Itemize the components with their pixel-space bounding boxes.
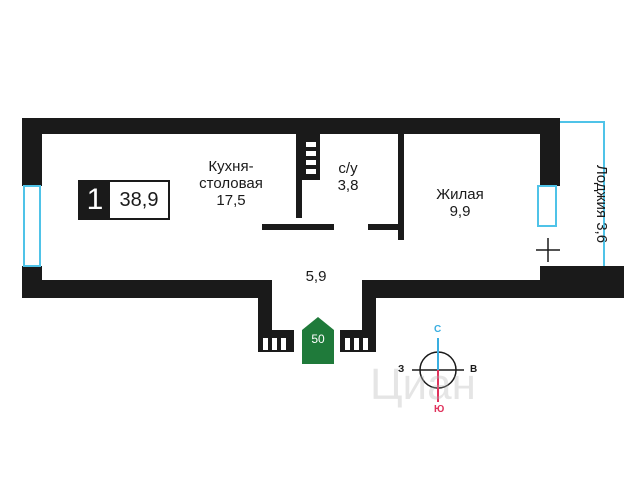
watermark: Циан <box>370 360 476 409</box>
floor-badge-shape <box>302 317 334 364</box>
left-wall-upper <box>22 118 42 186</box>
loggia-label: Лоджия 3,6 <box>593 164 610 244</box>
bath-living-partition <box>398 134 404 240</box>
hall-area: 5,9 <box>305 268 327 285</box>
top-wall <box>22 118 560 134</box>
compass <box>412 338 464 402</box>
kitchen-area: 17,5 <box>216 192 246 209</box>
kitchen-label: Кухня- столовая 17,5 <box>186 158 276 209</box>
compass-south: Ю <box>434 404 445 415</box>
right-wall-upper <box>540 118 560 186</box>
compass-north: С <box>434 324 442 335</box>
compass-west: З <box>398 364 405 375</box>
windows <box>23 121 605 267</box>
kitchen-name-line2: столовая <box>199 175 263 192</box>
bath-living-partition-lower <box>368 224 404 230</box>
kitchen-bath-partition-lower <box>262 224 334 230</box>
living-name: Жилая <box>436 186 484 203</box>
vestibule-wall-right <box>362 280 376 330</box>
living-window <box>537 185 557 227</box>
bathroom-area: 3,8 <box>337 177 359 194</box>
left-window <box>23 185 41 267</box>
living-area: 9,9 <box>449 203 471 220</box>
bathroom-name: с/у <box>338 160 358 177</box>
kitchen-name-line1: Кухня- <box>208 158 254 175</box>
right-wall-lower <box>540 266 624 298</box>
floor-number: 50 <box>311 332 325 346</box>
vestibule-wall-left <box>258 280 272 330</box>
bathroom-label: с/у 3,8 <box>328 160 368 194</box>
bottom-wall-left <box>22 280 266 298</box>
rooms-count: 1 <box>80 182 110 218</box>
entrance-right-marker <box>340 330 376 352</box>
total-area: 38,9 <box>119 188 159 211</box>
vent-shaft <box>302 134 320 180</box>
living-label: Жилая 9,9 <box>430 186 490 220</box>
walls <box>22 118 624 330</box>
kitchen-bath-partition <box>296 134 302 218</box>
loggia-outline <box>560 121 605 266</box>
heater-cross <box>536 238 560 262</box>
compass-east: В <box>470 364 478 375</box>
apartment-badge: 1 38,9 <box>78 180 170 220</box>
entrance-left-marker <box>258 330 294 352</box>
